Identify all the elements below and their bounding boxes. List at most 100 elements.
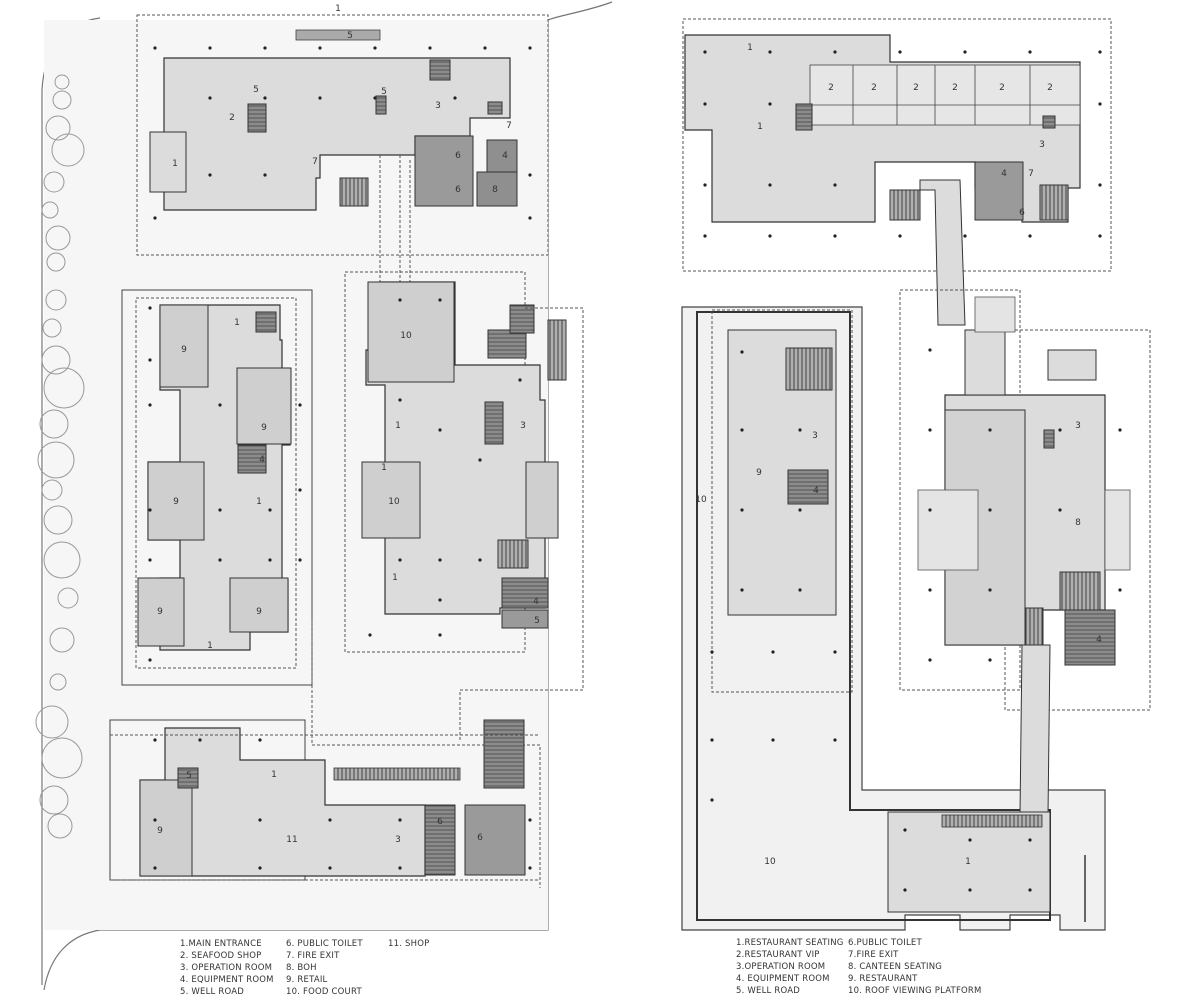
- top-block-boundary: [136, 14, 549, 256]
- canteen-stair-small: [1024, 607, 1044, 649]
- legend-item: 2. SEAFOOD SHOP: [180, 951, 262, 961]
- room-label: 1: [392, 573, 398, 583]
- bridge-top: [919, 179, 966, 326]
- bottom-core-tower: [483, 719, 525, 789]
- room-label: 5: [253, 85, 259, 95]
- lift-right-top-2: [1042, 115, 1056, 129]
- room-label: 9: [181, 345, 187, 355]
- room-label: 3: [1075, 421, 1081, 431]
- side-room-mid-right: [525, 461, 559, 539]
- lift-top-2: [247, 103, 267, 133]
- room-label: 9: [261, 423, 267, 433]
- room-label: 6: [1019, 208, 1025, 218]
- room-label: 6: [455, 151, 461, 161]
- retail-9-a: [159, 304, 209, 388]
- bottom-dashed: [110, 734, 540, 881]
- room-label: 3: [435, 101, 441, 111]
- legend-item: 9. RESTAURANT: [848, 974, 918, 984]
- stair-bottom-right: [941, 814, 1043, 828]
- lift-top-3: [375, 95, 387, 115]
- right-plan: 1 2 2 2 2 2 2 1 3 4 7 6 3 9 4 10 10 3 8 …: [681, 18, 1151, 931]
- equip-4-mid-right: [501, 577, 549, 609]
- site-label: 1: [335, 4, 341, 14]
- lift-top: [429, 59, 451, 81]
- room-label: 2: [229, 113, 235, 123]
- room-label: 11: [286, 835, 297, 845]
- stair-core-mid-right: [497, 539, 529, 569]
- room-label: 1: [757, 122, 763, 132]
- room-label: 2: [828, 83, 834, 93]
- room-label: 4: [1001, 169, 1007, 179]
- toilet-6-bottom-a: [424, 804, 456, 876]
- room-label: 1: [234, 318, 240, 328]
- top-connector: [379, 155, 411, 285]
- room-label: 9: [173, 497, 179, 507]
- room-label: 9: [756, 468, 762, 478]
- room-label: 1: [747, 43, 753, 53]
- equip-4-mid: [237, 444, 267, 474]
- room-label: 10: [695, 495, 707, 505]
- retail-9-d: [137, 577, 185, 647]
- retail-9-b: [236, 367, 292, 445]
- room-label: 1: [207, 641, 213, 651]
- retail-9-c: [147, 461, 205, 541]
- annex-top-right: [487, 329, 527, 359]
- room-label: 4: [813, 486, 819, 496]
- stair-top: [339, 177, 369, 207]
- lift-right-top: [795, 103, 813, 131]
- room-label: 2: [1047, 83, 1053, 93]
- column-grid-left: [148, 46, 532, 870]
- room-label: 3: [1039, 140, 1045, 150]
- room-label: 7: [1028, 169, 1034, 179]
- legend-item: 2.RESTAURANT VIP: [736, 950, 820, 960]
- mid-left-boundary: [121, 289, 313, 686]
- room-label: 3: [395, 835, 401, 845]
- legend-item: 6. PUBLIC TOILET: [286, 939, 363, 949]
- well-5-bottom: [177, 767, 199, 789]
- room-label: 2: [871, 83, 877, 93]
- room-label: 5: [381, 87, 387, 97]
- annex-stair-right: [547, 319, 567, 381]
- room-label: 3: [812, 431, 818, 441]
- room-8-top: [476, 171, 518, 207]
- restaurant-equip-4: [787, 469, 829, 505]
- room-label: 10: [400, 331, 412, 341]
- stair-bottom-strip: [333, 767, 461, 781]
- legend-item: 5. WELL ROAD: [180, 987, 244, 997]
- top-right-core: [974, 161, 1024, 221]
- restaurant-seating-1: [887, 811, 1051, 913]
- room-label: 8: [492, 185, 498, 195]
- room-label: 4: [259, 455, 265, 465]
- legend-item: 10. FOOD COURT: [286, 987, 362, 997]
- legend-item: 4. EQUIPMENT ROOM: [180, 975, 274, 985]
- room-label: 4: [533, 597, 539, 607]
- canteen-side-box: [917, 489, 979, 571]
- roof-box: [1047, 349, 1097, 381]
- legend-item: 1.RESTAURANT SEATING: [736, 938, 844, 948]
- room-label: 1: [395, 421, 401, 431]
- column-grid-right: [703, 50, 1122, 892]
- legend-item: 6.PUBLIC TOILET: [848, 938, 922, 948]
- room-label: 9: [157, 607, 163, 617]
- room-label: 9: [256, 607, 262, 617]
- room-label: 1: [256, 497, 262, 507]
- room-label: 9: [157, 826, 163, 836]
- vip-rooms-row: [809, 64, 1081, 126]
- lift-mid-right: [484, 401, 504, 445]
- room-label: 3: [520, 421, 526, 431]
- service-core-top: [414, 135, 474, 207]
- stair-right-top-2: [1039, 184, 1069, 221]
- legend-item: 9. RETAIL: [286, 975, 328, 985]
- legend-item: 1.MAIN ENTRANCE: [180, 939, 262, 949]
- well-road-strip: [295, 29, 381, 41]
- room-label: 6: [437, 817, 443, 827]
- restaurant-dashed: [711, 309, 853, 693]
- legend-item: 10. ROOF VIEWING PLATFORM: [848, 986, 982, 996]
- tree-row: [35, 74, 85, 839]
- legend-item: 3. OPERATION ROOM: [180, 963, 273, 973]
- lift-top-4: [487, 101, 503, 115]
- entrance-vestibule: [149, 131, 187, 193]
- room-label: 2: [952, 83, 958, 93]
- stair-mid-left: [255, 311, 277, 333]
- room-label: 6: [477, 833, 483, 843]
